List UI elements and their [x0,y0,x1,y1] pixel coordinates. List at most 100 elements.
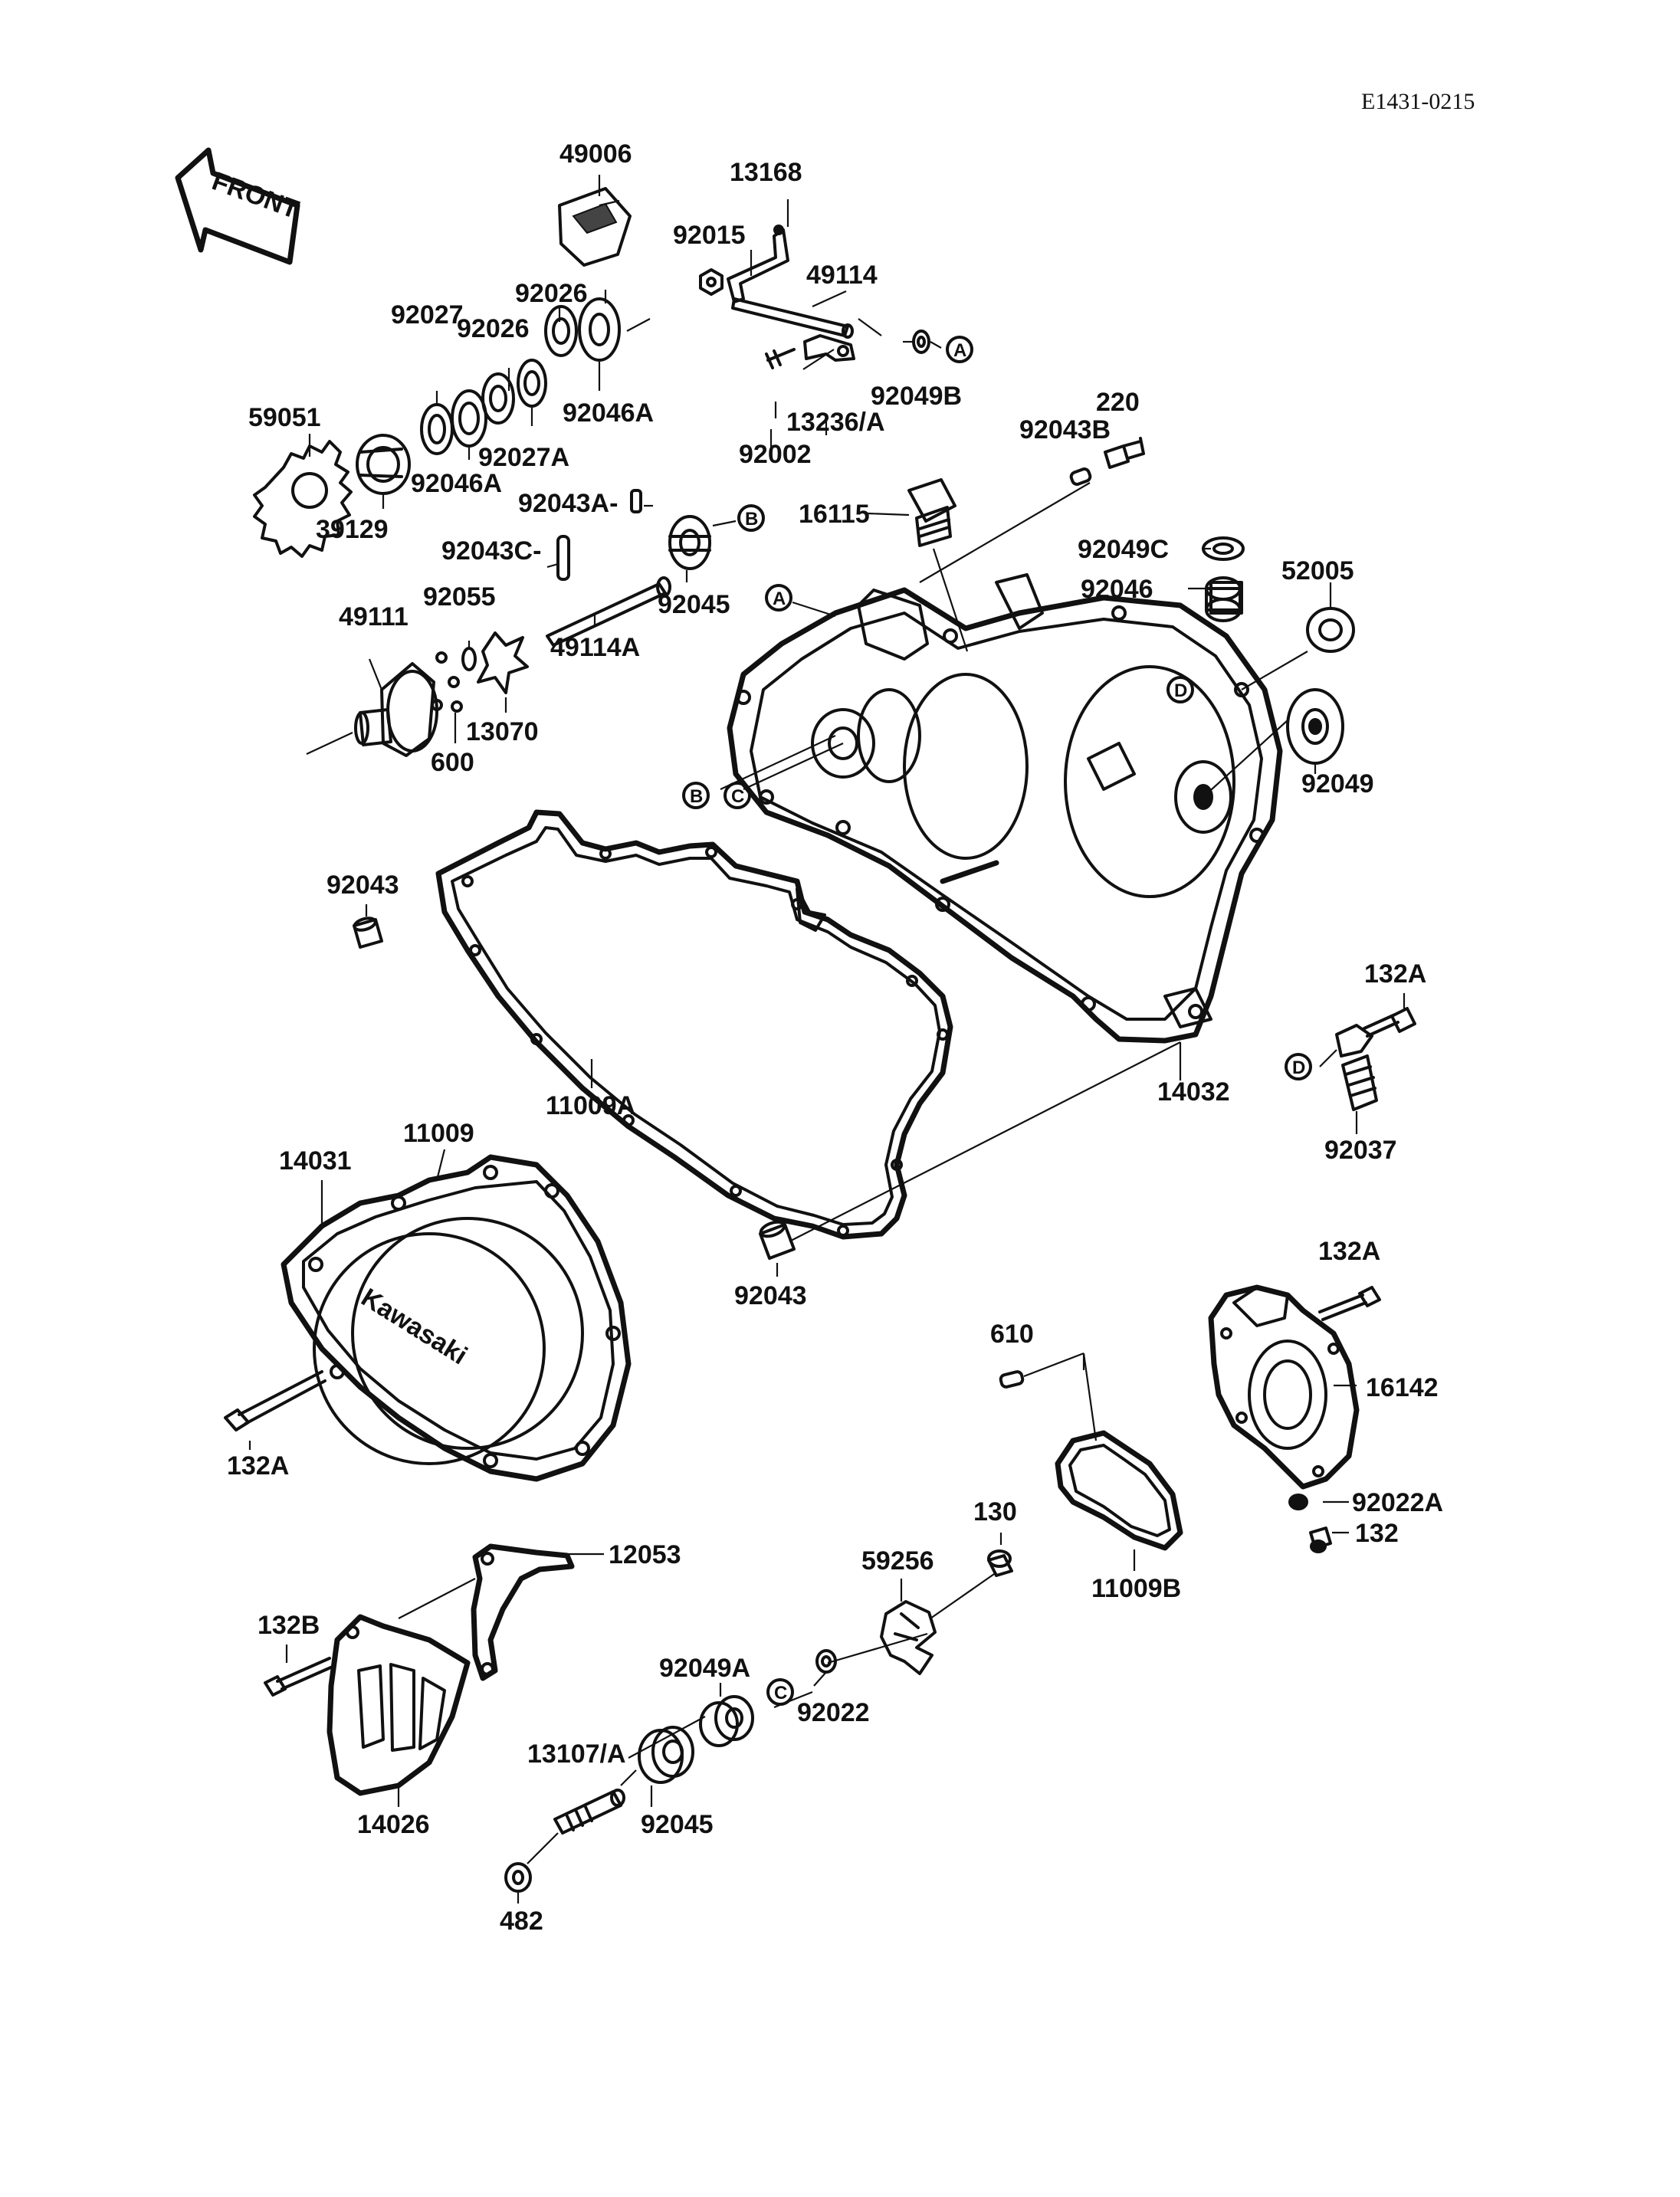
part-labels: 49006 13168 92015 49114 92026 92026 9202… [227,139,1443,1936]
part-92043c-drawing [556,535,570,581]
label-13236a: 13236/A [786,408,885,437]
part-14032-cover-drawing [727,573,1283,1080]
part-11009a-gasket-drawing [435,809,953,1240]
kawasaki-logo-text: Kawasaki [356,1283,473,1370]
part-92037-drawing [1335,1024,1378,1111]
label-92027: 92027 [391,300,464,330]
label-59051: 59051 [248,403,321,432]
part-59051-drawing [253,440,353,558]
callout-D-cover: D [1166,676,1194,703]
part-92043-left-drawing [353,917,383,949]
label-49111: 49111 [339,602,409,631]
label-92043-left: 92043 [326,871,399,900]
part-610-drawing [999,1370,1025,1389]
label-132b: 132B [258,1611,320,1640]
label-220: 220 [1096,388,1140,417]
label-92049c: 92049C [1078,535,1169,564]
callout-letter: C [731,786,744,807]
label-13107a: 13107/A [527,1740,626,1769]
part-13236a-drawing [803,334,855,362]
callout-letter: D [1174,680,1187,701]
part-132-drawing [1309,1526,1332,1553]
part-600-drawing [431,651,463,713]
label-610: 610 [990,1320,1034,1349]
label-92022a: 92022A [1352,1488,1443,1517]
label-13070: 13070 [466,717,539,746]
label-92043a: 92043A- [518,489,618,518]
seal-stack-drawing [420,297,651,455]
part-16142-drawing [1208,1284,1360,1490]
part-92022a-drawing [1288,1494,1308,1510]
part-130-drawing [930,1549,1013,1619]
callout-letter: B [745,509,758,530]
label-92049: 92049 [1301,769,1374,798]
callout-C-mid: C [724,782,751,809]
label-92037: 92037 [1324,1136,1397,1165]
label-92049b: 92049B [871,382,962,411]
callout-B-top: B [737,504,765,532]
label-92002: 92002 [739,440,812,469]
part-49114a-drawing [546,576,671,647]
part-132b-drawing [264,1657,336,1697]
part-49006-drawing [558,175,632,267]
reference-code: E1431-0215 [1361,89,1475,114]
part-52005-drawing [1306,607,1355,653]
label-92046: 92046 [1081,575,1153,604]
label-482: 482 [500,1907,543,1936]
label-39129: 39129 [316,515,389,544]
label-132a-right: 132A [1364,959,1426,989]
callout-letter: A [953,340,966,361]
part-92049b-drawing [903,330,942,354]
part-92043-bottom-drawing [759,1220,796,1260]
label-132: 132 [1355,1519,1399,1548]
label-14026: 14026 [357,1810,430,1839]
part-482-drawing [504,1862,532,1893]
part-92049-drawing [1286,688,1344,765]
part-132a-left-drawing [224,1370,326,1431]
callout-letter: D [1292,1058,1305,1078]
label-11009: 11009 [403,1119,474,1148]
label-92022: 92022 [797,1698,870,1727]
callout-letter: C [774,1683,787,1703]
label-11009b: 11009B [1091,1574,1181,1603]
part-11009b-drawing [1055,1430,1183,1571]
part-92015-drawing [699,268,724,296]
label-14031: 14031 [279,1146,352,1176]
label-92043-bottom: 92043 [734,1281,807,1310]
callout-B-mid: B [682,782,710,809]
label-59256: 59256 [861,1546,934,1576]
label-92015: 92015 [673,221,746,250]
part-92002-drawing [765,348,796,369]
label-16115: 16115 [799,500,870,529]
part-13107a-drawing [553,1789,625,1835]
part-92043a-drawing [630,489,642,513]
label-92046a-left: 92046A [411,469,502,498]
label-92045-bottom: 92045 [641,1810,714,1839]
callout-A-top: A [946,336,973,363]
label-132a-left: 132A [227,1451,289,1481]
label-49114: 49114 [806,261,878,290]
callout-D-right: D [1285,1053,1312,1080]
label-132a-lower-right: 132A [1318,1237,1380,1266]
label-600: 600 [431,748,474,777]
part-220-drawing [1104,437,1145,469]
label-12053: 12053 [609,1540,681,1569]
label-92049a: 92049A [659,1654,750,1683]
label-13168: 13168 [730,158,802,187]
callout-letter: A [773,589,786,609]
label-16142: 16142 [1366,1373,1439,1402]
front-arrow-icon: FRONT [175,147,303,265]
callout-A-mid: A [765,584,792,612]
label-92026-top: 92026 [515,279,588,308]
part-49111-drawing [306,662,438,757]
part-92049a-drawing [699,1695,754,1747]
part-14026-drawing [326,1614,471,1796]
label-92027a: 92027A [478,443,569,472]
callout-letter: B [690,786,703,807]
label-92055: 92055 [423,582,496,612]
leader-lines [248,199,1406,1904]
part-92045-bottom-drawing [638,1726,694,1784]
label-49006: 49006 [559,139,632,169]
part-92043b-drawing [1069,467,1092,486]
